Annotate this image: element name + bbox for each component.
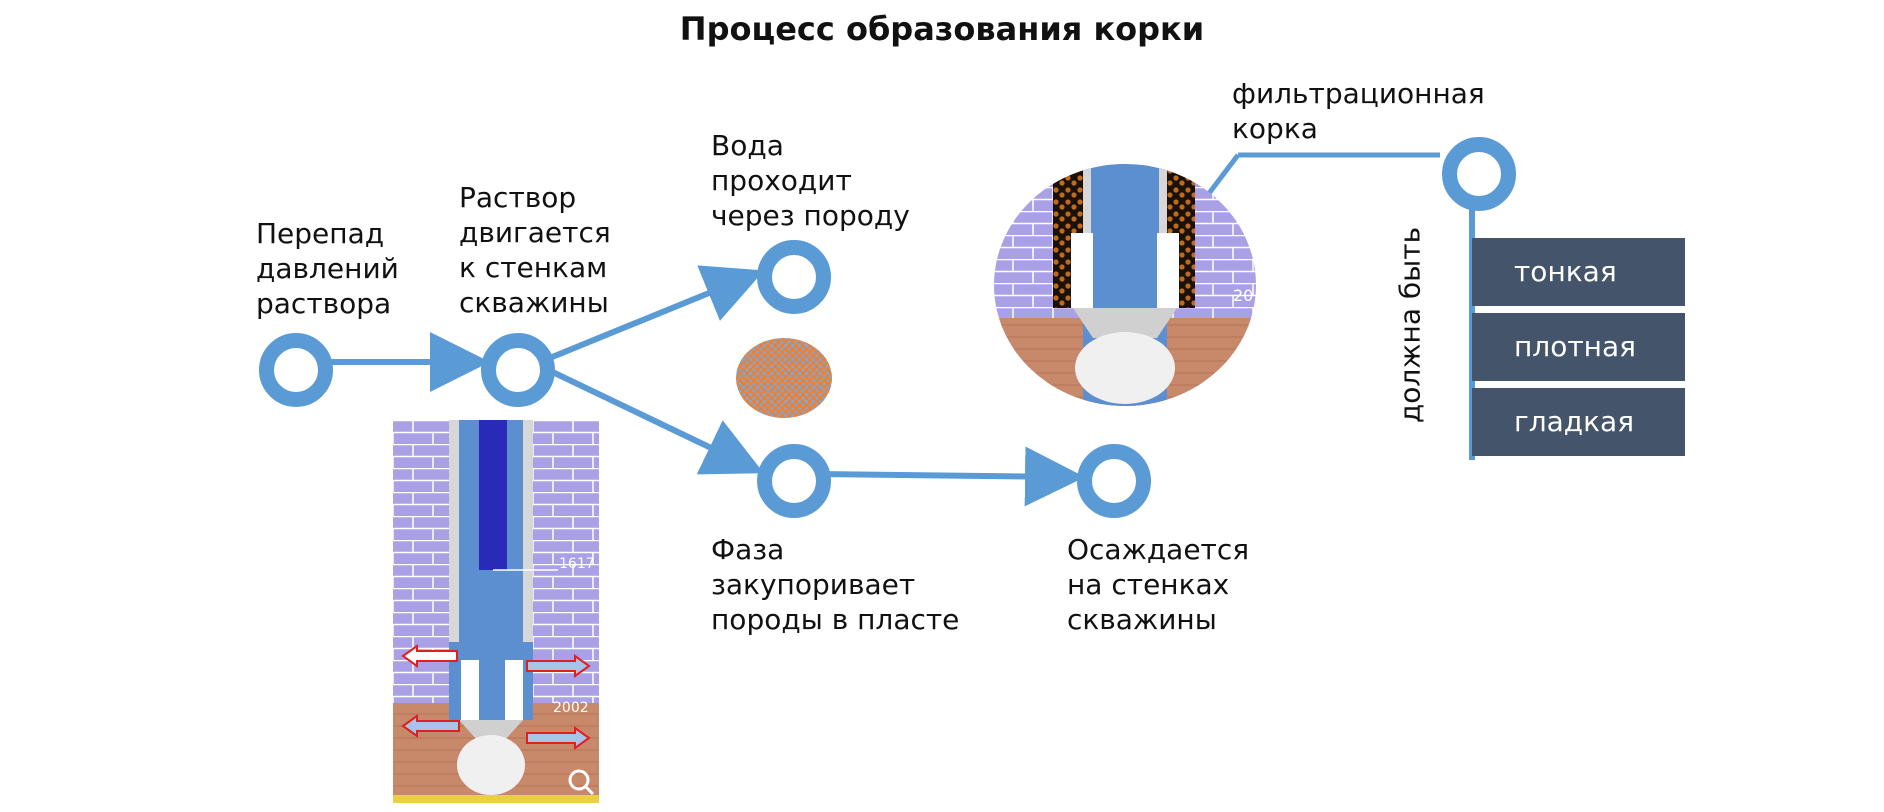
label-cake: фильтрационная корка xyxy=(1232,77,1485,145)
label-water: Вода проходит через породу xyxy=(711,129,910,232)
filter-cake-illustration: 20 xyxy=(994,164,1256,406)
arrow-phase-to-settles xyxy=(817,446,1085,507)
flow-arrow-left-top xyxy=(401,644,458,668)
diagram-title: Процесс образования корки xyxy=(679,10,1205,48)
node-water xyxy=(757,240,831,314)
depth-label-bottom: 2002 xyxy=(553,700,589,716)
node-moves xyxy=(481,333,555,407)
zoom-icon xyxy=(568,769,595,796)
node-pressure xyxy=(259,333,333,407)
property-dense: плотная xyxy=(1472,313,1685,381)
label-moves: Раствор двигается к стенкам скважины xyxy=(459,181,611,319)
depth-label-right: 20 xyxy=(1233,286,1253,305)
node-cake xyxy=(1442,137,1516,211)
flow-arrow-right-top xyxy=(526,654,591,678)
flow-arrow-right-bottom xyxy=(526,726,591,750)
wellbore-illustration: 1617 2002 xyxy=(393,420,599,803)
must-be-label: должна быть xyxy=(1393,226,1427,424)
property-smooth: гладкая xyxy=(1472,388,1685,456)
flow-arrow-left-bottom xyxy=(401,714,460,738)
node-phase xyxy=(757,444,831,518)
arrow-moves-to-phase xyxy=(538,363,764,475)
node-settles xyxy=(1077,444,1151,518)
depth-label-top: 1617 xyxy=(559,556,595,572)
property-thin: тонкая xyxy=(1472,238,1685,306)
arrow-moves-to-water xyxy=(538,265,765,365)
label-settles: Осаждается на стенках скважины xyxy=(1067,533,1250,636)
label-pressure: Перепад давлений раствора xyxy=(256,217,399,320)
particle-mesh-icon xyxy=(736,338,832,418)
label-phase: Фаза закупоривает породы в пласте xyxy=(711,533,960,636)
